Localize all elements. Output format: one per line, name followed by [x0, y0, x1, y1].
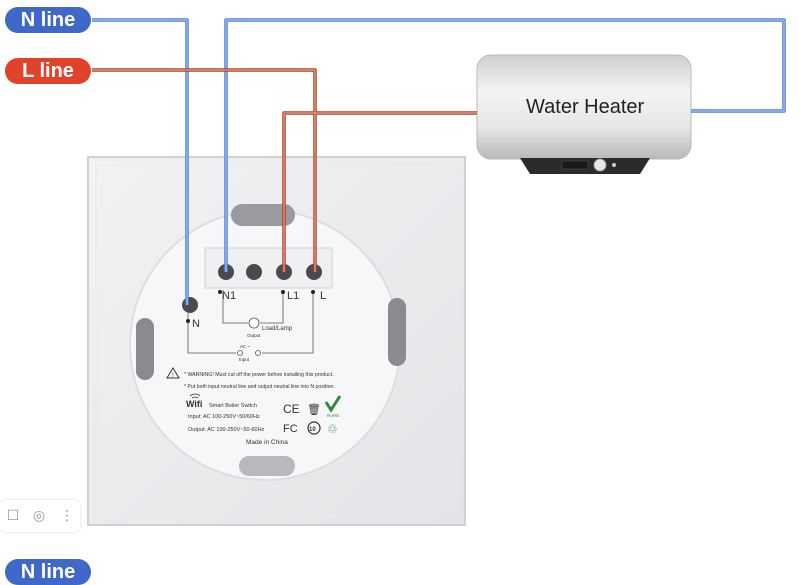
bookmark-icon[interactable]: ☐	[6, 508, 20, 524]
output-spec: Output: AC 100-250V~50-60Hz	[188, 427, 265, 433]
fc-mark: FC	[283, 423, 298, 435]
rohs-check-icon	[324, 395, 342, 413]
bottom-slot	[239, 456, 295, 476]
camera-icon[interactable]: ◎	[32, 508, 46, 524]
warning-icon	[166, 367, 180, 379]
output-label: Output	[247, 333, 261, 338]
load-lamp-label: Load/Lamp	[262, 326, 293, 332]
label-n1: N1	[222, 290, 236, 302]
ac-label: AC ~	[240, 344, 251, 349]
input-terminal-left	[237, 350, 243, 356]
top-slot	[231, 204, 295, 226]
water-heater-display	[561, 160, 589, 170]
warning-line-1: * WARNING! Must cut off the power before…	[184, 372, 334, 378]
ten-year-mark: 10	[309, 427, 316, 433]
water-heater-knob	[593, 158, 607, 172]
wifi-icon	[189, 393, 201, 399]
label-l: L	[320, 290, 326, 302]
left-slot	[136, 318, 154, 380]
rohs-mark: RoHS	[327, 413, 339, 418]
image-toolbar: ☐ ◎ ⋮	[0, 500, 80, 532]
input-label: Input	[239, 357, 250, 362]
more-icon[interactable]: ⋮	[60, 508, 74, 524]
made-in-label: Made in China	[246, 439, 288, 446]
wiring-diagram: N1 L1 L N Load/Lamp Output AC ~ Input ! …	[87, 18, 786, 526]
terminal-n	[182, 297, 198, 313]
label-n: N	[192, 318, 200, 330]
load-lamp-symbol	[248, 317, 260, 329]
product-name: Smart Boiler Switch	[209, 403, 257, 409]
n-line-label-bottom: N line	[5, 559, 91, 585]
wifi-logo: Wifi	[186, 399, 202, 409]
water-heater-led	[612, 163, 616, 167]
label-l1: L1	[287, 290, 299, 302]
l-line-label: L line	[5, 58, 91, 84]
weee-icon: 🗑	[307, 403, 321, 416]
water-heater-label: Water Heater	[526, 96, 645, 118]
switch-plate-inner	[95, 164, 458, 518]
circuit-schematic	[187, 290, 314, 354]
ten-year-icon	[307, 421, 321, 435]
n-line-label: N line	[5, 7, 91, 33]
input-spec: Input: AC 100-250V~50/60Hz	[188, 414, 260, 420]
warning-line-2: * Put both input neutral line and output…	[184, 384, 335, 390]
input-terminal-right	[255, 350, 261, 356]
terminal-empty	[246, 264, 262, 280]
svg-text:!: !	[172, 373, 174, 379]
recycle-icon: ♲	[327, 422, 338, 436]
ce-mark: CE	[283, 402, 300, 416]
right-slot	[388, 298, 406, 366]
